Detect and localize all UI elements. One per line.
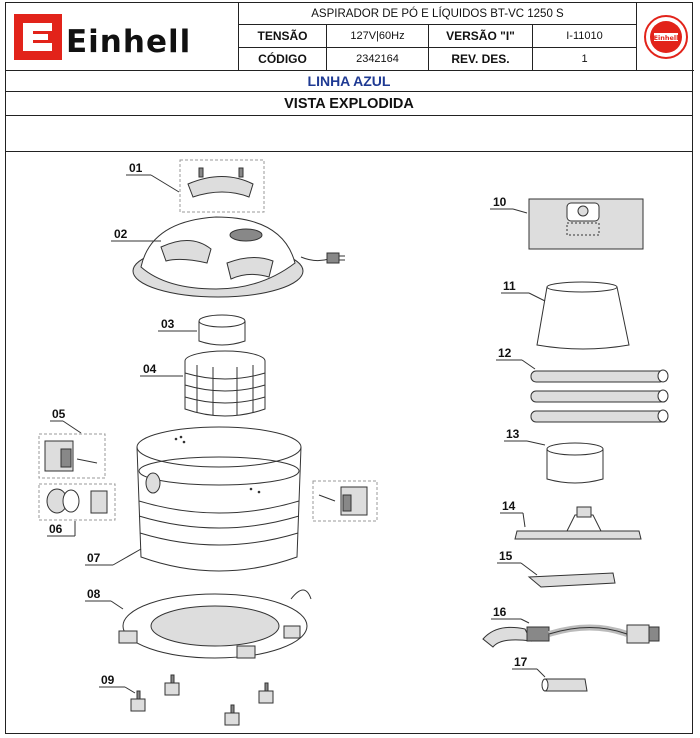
part-14-floor-nozzle: 14 — [500, 499, 642, 540]
part-label-17: 17 — [514, 655, 528, 669]
part-label-13: 13 — [506, 427, 520, 441]
revdes-value: 1 — [533, 48, 637, 71]
part-label-06: 06 — [49, 522, 63, 536]
part-09-casters: 09 — [99, 673, 274, 726]
svg-text:Einhell: Einhell — [66, 24, 191, 60]
part-label-09: 09 — [101, 673, 115, 687]
part-label-15: 15 — [499, 549, 513, 563]
brand-logo: Einhell — [6, 3, 239, 71]
einhell-seal-icon: Einhell — [643, 14, 688, 59]
part-12-extension-tubes: 12 — [496, 346, 669, 423]
part-06-inlet-connector: 06 — [38, 483, 116, 537]
part-label-11: 11 — [503, 279, 516, 293]
part-04-filter-cage: 04 — [140, 350, 266, 417]
revdes-label: REV. DES. — [429, 48, 533, 71]
part-label-14: 14 — [502, 499, 516, 513]
tensao-value: 127V|60Hz — [327, 25, 429, 48]
part-label-01: 01 — [129, 161, 143, 175]
product-title: ASPIRADOR DE PÓ E LÍQUIDOS BT-VC 1250 S — [239, 3, 637, 25]
codigo-value: 2342164 — [327, 48, 429, 71]
line-name: LINHA AZUL — [6, 71, 692, 92]
part-label-02: 02 — [114, 227, 128, 241]
part-01-handle: 01 — [126, 159, 265, 213]
einhell-logo: Einhell — [14, 14, 191, 60]
tensao-label: TENSÃO — [239, 25, 327, 48]
part-latch-right — [312, 480, 378, 522]
part-label-10: 10 — [493, 195, 507, 209]
part-label-08: 08 — [87, 587, 101, 601]
seal-cell: Einhell — [637, 3, 694, 71]
versao-value: I-11010 — [533, 25, 637, 48]
part-label-05: 05 — [52, 407, 66, 421]
part-label-16: 16 — [493, 605, 507, 619]
part-11-cloth-filter: 11 — [501, 279, 630, 350]
part-17-reducer: 17 — [512, 655, 588, 692]
part-07-tank: 07 — [85, 426, 302, 572]
versao-label: VERSÃO "I" — [429, 25, 533, 48]
part-16-hose: 16 — [482, 605, 660, 648]
part-15-crevice-nozzle: 15 — [497, 549, 616, 588]
codigo-label: CÓDIGO — [239, 48, 327, 71]
svg-text:Einhell: Einhell — [653, 34, 678, 42]
part-label-03: 03 — [161, 317, 175, 331]
part-label-04: 04 — [143, 362, 157, 376]
part-label-12: 12 — [498, 346, 512, 360]
part-08-base: 08 — [85, 587, 312, 659]
part-02-motor-head: 02 — [111, 216, 345, 298]
part-03-filter: 03 — [158, 314, 246, 346]
part-10-dust-bag: 10 — [490, 195, 644, 250]
view-title: VISTA EXPLODIDA — [6, 92, 692, 116]
blank-row — [6, 116, 692, 152]
part-13-adapter-ring: 13 — [504, 427, 604, 484]
part-label-07: 07 — [87, 551, 101, 565]
drawing-sheet: Einhell ASPIRADOR DE PÓ E LÍQUIDOS BT-VC… — [5, 2, 694, 734]
part-05-latch: 05 — [38, 407, 106, 479]
exploded-view-drawing: 01 02 03 — [38, 159, 669, 726]
